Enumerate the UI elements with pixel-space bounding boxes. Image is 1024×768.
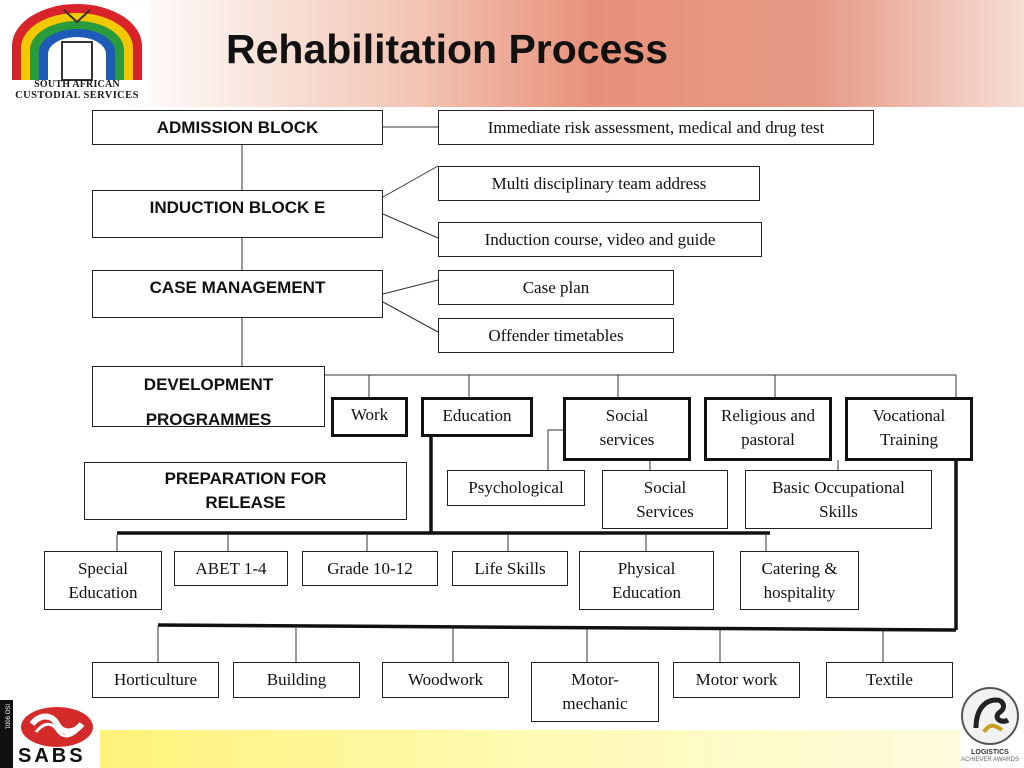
custodial-services-logo: SOUTH AFRICAN CUSTODIAL SERVICES [4, 2, 150, 105]
education-sub-grade: Grade 10-12 [302, 551, 438, 586]
programme-education: Education [421, 397, 533, 437]
stage-label: ADMISSION BLOCK [156, 118, 319, 137]
award-emblem-icon [961, 687, 1019, 745]
programme-vocational-training: Vocational Training [845, 397, 973, 461]
iso-strip: ISO 9001 [0, 700, 13, 768]
trade-building: Building [233, 662, 360, 698]
trade-textile: Textile [826, 662, 953, 698]
education-sub-catering: Catering & hospitality [740, 551, 859, 610]
logistics-award-logo [956, 684, 1024, 768]
award-text-line1: LOGISTICS [971, 749, 1009, 756]
vocational-sub-basic-skills: Basic Occupational Skills [745, 470, 932, 529]
education-sub-physical-education: Physical Education [579, 551, 714, 610]
stage-development-programmes: DEVELOPMENT PROGRAMMES [92, 366, 325, 429]
stage-label: DEVELOPMENT PROGRAMMES [143, 375, 274, 429]
stage-label: INDUCTION BLOCK E [149, 198, 326, 217]
stage-label: PREPARATION FOR RELEASE [164, 469, 327, 512]
programme-religious-and-pastoral: Religious and pastoral [704, 397, 832, 461]
sabs-emblem-icon [21, 707, 93, 747]
logo-rainbow-icon [12, 4, 142, 81]
stage-induction-block: INDUCTION BLOCK E [92, 190, 383, 238]
case-item: Offender timetables [438, 318, 674, 353]
trade-horticulture: Horticulture [92, 662, 219, 698]
stage-preparation-for-release: PREPARATION FOR RELEASE [84, 462, 407, 520]
award-text-line2: ACHIEVER AWARDS [961, 757, 1019, 763]
programme-social-services: Social services [563, 397, 691, 461]
admission-item: Immediate risk assessment, medical and d… [438, 110, 874, 145]
social-sub-psychological: Psychological [447, 470, 585, 506]
trade-woodwork: Woodwork [382, 662, 509, 698]
programme-work: Work [331, 397, 408, 437]
education-sub-special-education: Special Education [44, 551, 162, 610]
logo-text-line2: CUSTODIAL SERVICES [15, 90, 139, 101]
page-title: Rehabilitation Process [226, 26, 669, 72]
stage-admission-block: ADMISSION BLOCK [92, 110, 383, 145]
stage-case-management: CASE MANAGEMENT [92, 270, 383, 318]
social-sub-social-services: Social Services [602, 470, 728, 529]
logo-text-line1: SOUTH AFRICAN [34, 79, 120, 90]
iso-label: ISO 9001 [3, 704, 10, 730]
induction-item: Induction course, video and guide [438, 222, 762, 257]
induction-item: Multi disciplinary team address [438, 166, 760, 201]
footer-band [100, 730, 960, 768]
sabs-logo [0, 700, 100, 768]
stage-label: CASE MANAGEMENT [149, 278, 326, 297]
sabs-text: SABS [18, 745, 86, 767]
header-band [0, 0, 1024, 107]
trade-motor-work: Motor work [673, 662, 800, 698]
trade-motor-mechanic: Motor-mechanic [531, 662, 659, 722]
case-item: Case plan [438, 270, 674, 305]
education-sub-abet: ABET 1-4 [174, 551, 288, 586]
education-sub-life-skills: Life Skills [452, 551, 568, 586]
